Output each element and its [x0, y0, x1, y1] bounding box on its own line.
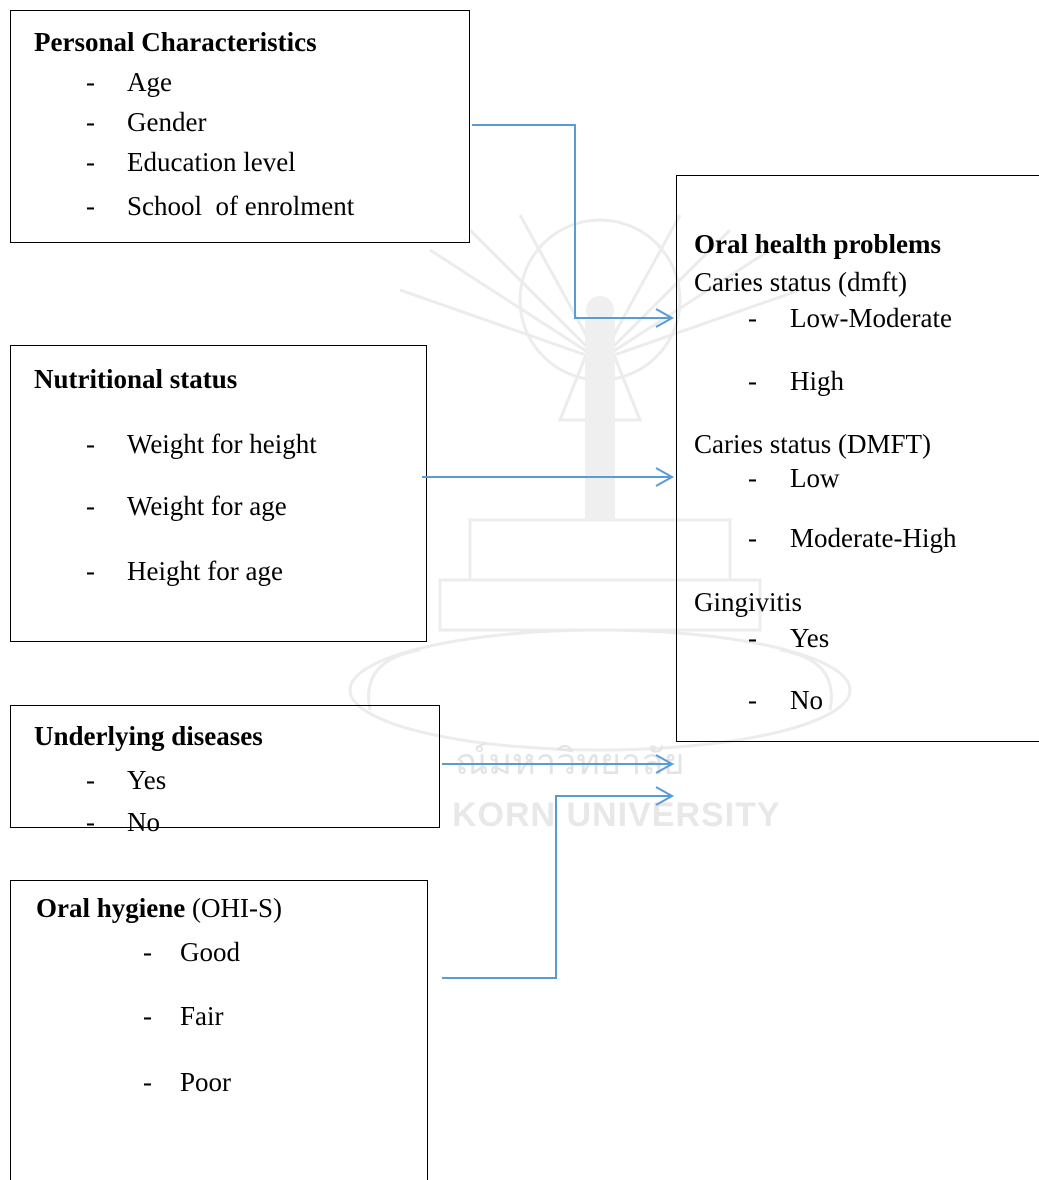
oral-health-problems-box [676, 175, 1039, 742]
personal-characteristics-box [10, 10, 470, 243]
dash: - [86, 429, 95, 459]
diseases-item-yes: Yes [127, 765, 167, 795]
arrowhead [655, 308, 675, 328]
underlying-diseases-box [10, 705, 440, 828]
diseases-item-no: No [127, 807, 160, 837]
hygiene-item-fair: Fair [180, 1001, 224, 1031]
nutritional-status-title: Nutritional status [34, 364, 238, 394]
underlying-diseases-title: Underlying diseases [34, 721, 263, 751]
arrowhead [655, 754, 675, 774]
dash: - [86, 147, 95, 177]
connector-personal [472, 124, 672, 319]
dash: - [748, 523, 757, 553]
oral-health-problems-title: Oral health problems [694, 229, 942, 259]
caries-DMFT-low: Low [790, 463, 840, 493]
dash: - [86, 765, 95, 795]
dash: - [748, 463, 757, 493]
caries-dmft-low-moderate: Low-Moderate [790, 303, 952, 333]
caries-DMFT-label: Caries status (DMFT) [694, 429, 931, 459]
personal-item-gender: Gender [127, 107, 207, 137]
dash: - [143, 1067, 152, 1097]
dash: - [86, 67, 95, 97]
arrowhead [655, 467, 675, 487]
gingivitis-yes: Yes [790, 623, 830, 653]
watermark-thai-text: ณ์มหาวิทยาลัย [455, 742, 685, 782]
personal-item-school: School of enrolment [127, 191, 355, 221]
nutrition-item-weight-height: Weight for height [127, 429, 317, 459]
hygiene-item-good: Good [180, 937, 240, 967]
dash: - [748, 685, 757, 715]
personal-item-education: Education level [127, 147, 296, 177]
dash: - [748, 303, 757, 333]
dash: - [748, 366, 757, 396]
personal-item-age: Age [127, 67, 172, 97]
dash: - [86, 191, 95, 221]
nutritional-status-box [10, 345, 427, 642]
nutrition-item-height-age: Height for age [127, 556, 283, 586]
caries-dmft-high: High [790, 366, 844, 396]
arrowhead [655, 786, 675, 806]
oral-hygiene-title-bold: Oral hygiene [36, 893, 186, 923]
personal-characteristics-title: Personal Characteristics [34, 27, 317, 57]
connector-hygiene [442, 795, 672, 979]
dash: - [143, 937, 152, 967]
caries-dmft-label: Caries status (dmft) [694, 267, 907, 297]
gingivitis-no: No [790, 685, 823, 715]
caries-DMFT-moderate-high: Moderate-High [790, 523, 957, 553]
dash: - [86, 491, 95, 521]
oral-hygiene-title: Oral hygiene (OHI-S) [36, 892, 282, 924]
gingivitis-label: Gingivitis [694, 587, 803, 617]
watermark-latin-text: KORN UNIVERSITY [452, 796, 781, 834]
dash: - [86, 107, 95, 137]
dash: - [143, 1001, 152, 1031]
nutrition-item-weight-age: Weight for age [127, 491, 287, 521]
dash: - [748, 623, 757, 653]
dash: - [86, 556, 95, 586]
oral-hygiene-title-suffix: (OHI-S) [185, 893, 282, 923]
oral-hygiene-box [10, 880, 428, 1180]
dash: - [86, 807, 95, 837]
hygiene-item-poor: Poor [180, 1067, 232, 1097]
